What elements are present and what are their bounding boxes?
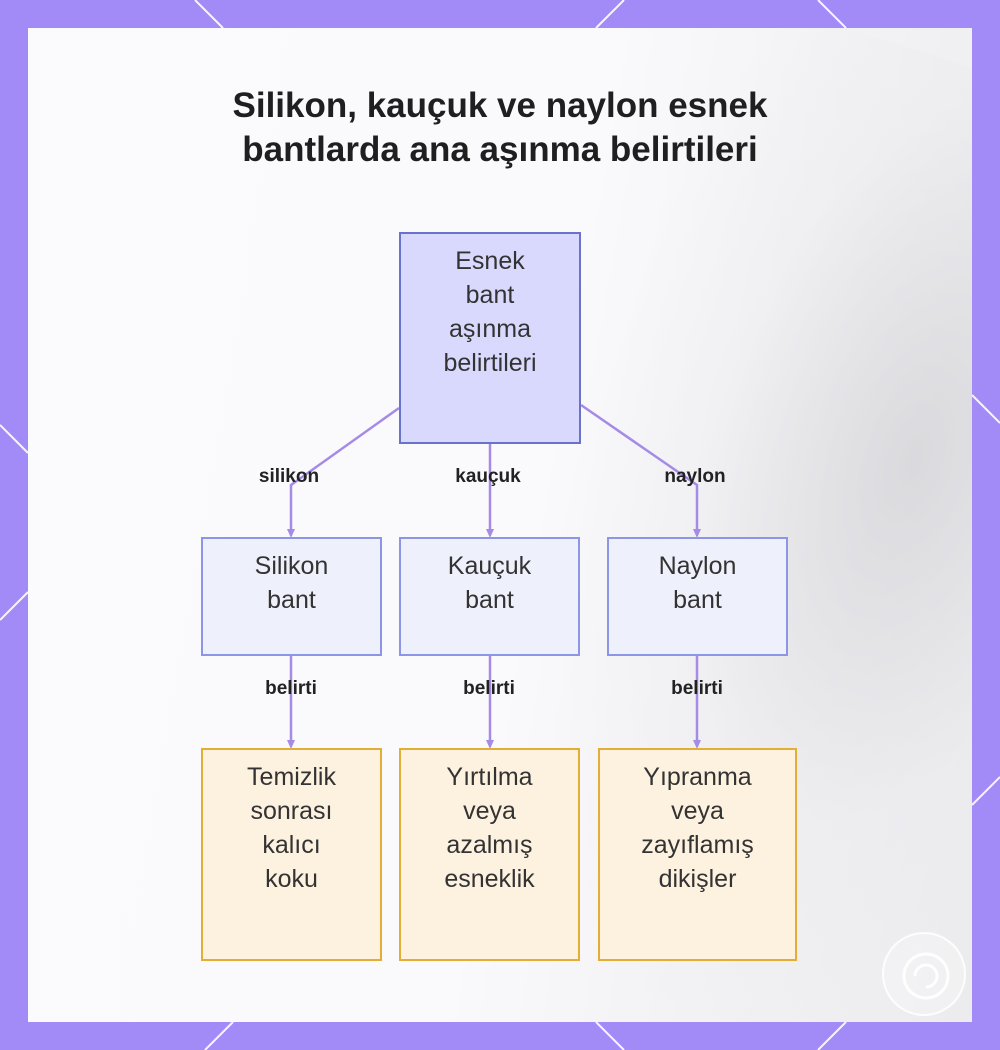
- diagram-title: Silikon, kauçuk ve naylon esnek bantlard…: [28, 84, 972, 172]
- node-kaucuk-bant-label: Kauçuk bant: [447, 552, 532, 614]
- edge-label-silikon: silikon: [258, 466, 320, 487]
- node-silikon-bant: Silikon bant: [201, 537, 382, 656]
- edge-root-silikon: [287, 406, 400, 538]
- edge-label-naylon: naylon: [664, 466, 726, 487]
- node-silikon-bant-label: Silikon bant: [254, 552, 329, 614]
- node-kaucuk-belirti: Yırtılma veya azalmış esneklik: [399, 748, 580, 961]
- node-naylon-bant-label: Naylon bant: [658, 552, 737, 614]
- node-root: Esnek bant aşınma belirtileri: [399, 232, 581, 444]
- node-silikon-belirti: Temizlik sonrası kalıcı koku: [201, 748, 382, 961]
- node-kaucuk-belirti-label: Yırtılma veya azalmış esneklik: [444, 763, 535, 893]
- edge-label-belirti-1: belirti: [265, 678, 317, 699]
- edge-label-belirti-3: belirti: [671, 678, 723, 699]
- circular-logo-icon: [882, 932, 966, 1016]
- node-naylon-belirti: Yıpranma veya zayıflamış dikişler: [598, 748, 797, 961]
- title-line-2: bantlarda ana aşınma belirtileri: [242, 130, 758, 169]
- title-line-1: Silikon, kauçuk ve naylon esnek: [232, 86, 768, 125]
- node-naylon-belirti-label: Yıpranma veya zayıflamış dikişler: [641, 763, 754, 893]
- edge-label-kaucuk: kauçuk: [455, 466, 521, 487]
- node-kaucuk-bant: Kauçuk bant: [399, 537, 580, 656]
- node-root-label: Esnek bant aşınma belirtileri: [443, 247, 537, 377]
- edge-root-naylon: [580, 403, 701, 538]
- edge-label-belirti-2: belirti: [463, 678, 515, 699]
- node-naylon-bant: Naylon bant: [607, 537, 788, 656]
- node-silikon-belirti-label: Temizlik sonrası kalıcı koku: [247, 763, 336, 893]
